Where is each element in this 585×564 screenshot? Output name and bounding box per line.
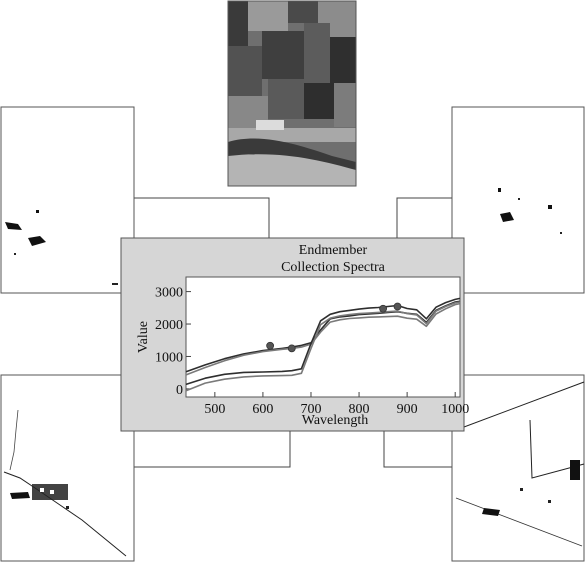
abundance-map-bottom-right [451,374,585,562]
endmember-marker-4 [393,302,402,311]
abundance-map-top-right [451,106,585,294]
spectrum-line-4 [185,301,461,392]
y-tick-label: 0 [176,383,183,398]
satellite-image [227,0,357,187]
endmember-marker-3 [379,304,387,313]
plot-title-line-2: Collection Spectra [281,260,386,275]
spectrum-line-2 [185,302,461,376]
x-tick-label: 600 [252,402,273,417]
y-tick-label: 2000 [155,318,183,333]
x-tick-label: 700 [300,402,321,417]
y-axis-label: Value [136,321,151,353]
x-tick-label: 800 [349,402,370,417]
spectrum-line-3 [185,297,461,386]
abundance-map-top-left [0,106,135,294]
spectra-plot-panel: Endmember Collection Spectra 0 1000 2000 30… [120,237,469,432]
y-axis-ticks: 0 1000 2000 3000 [155,286,191,398]
series-lines [185,297,461,392]
x-tick-label: 900 [397,402,418,417]
x-tick-label: 1000 [441,402,469,417]
y-tick-label: 1000 [155,350,183,365]
plot-title-line-1: Endmember [299,243,368,258]
x-axis-ticks: 500 600 700 800 900 1000 [204,392,469,417]
endmember-marker-1 [266,341,275,350]
abundance-map-bottom-left [0,374,135,562]
x-axis-label: Wavelength [302,413,369,428]
endmember-marker-2 [287,344,296,353]
endmember-markers [266,302,402,353]
y-tick-label: 3000 [155,286,183,301]
plot-area [185,276,461,398]
x-tick-label: 500 [204,402,225,417]
